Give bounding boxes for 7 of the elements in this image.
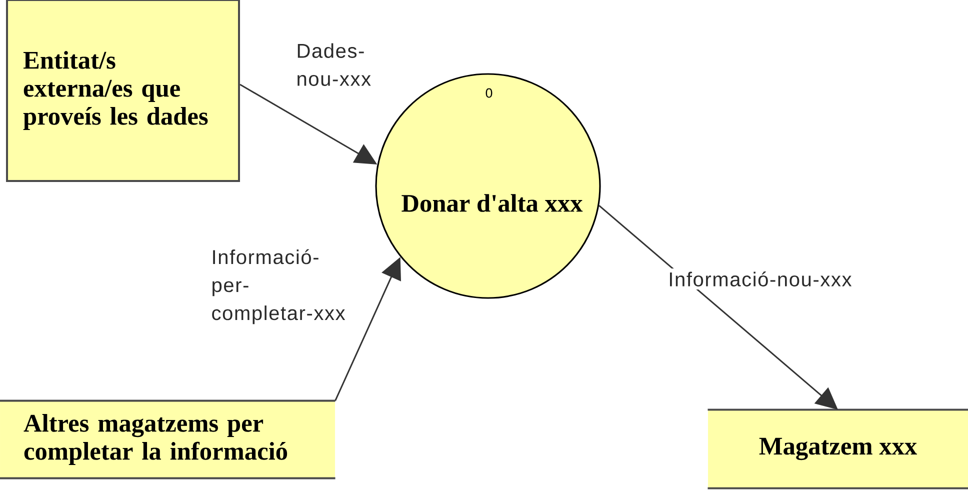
edge-label: Dades-nou-xxx bbox=[298, 43, 371, 86]
entity-box: Entitat/s externa/es que proveís les dades bbox=[6, 0, 240, 182]
data-store: Magatzem xxx bbox=[708, 408, 968, 490]
process-number: 0 bbox=[486, 88, 492, 98]
edge-label: Informació-per-completar-xxx bbox=[212, 249, 346, 324]
data-store: Altres magatzems per completar la informació bbox=[0, 400, 336, 480]
edge-label: Informació-nou-xxx bbox=[665, 268, 855, 290]
